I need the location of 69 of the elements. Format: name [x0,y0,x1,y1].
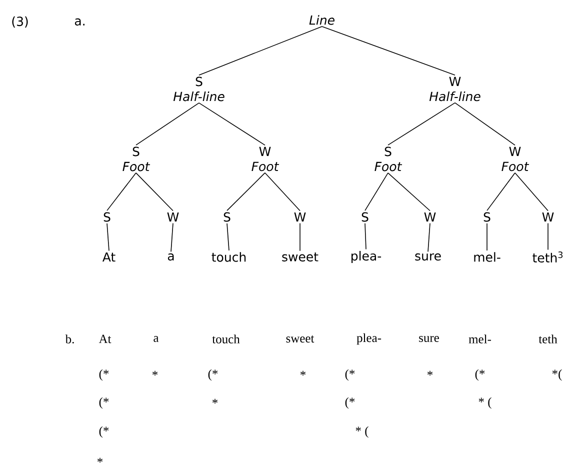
syllable-text: sure [415,253,441,261]
grid-mark: (* [99,369,109,381]
stress-label: S [104,212,110,222]
example-number: b. [65,334,74,344]
branch-line [364,172,388,211]
branch-line [322,26,456,76]
stress-label: W [167,212,179,222]
branch-line [454,102,516,146]
example-number: (3) [12,16,28,28]
stress-label: W [424,212,436,222]
grid-mark: *( [552,369,562,381]
branch-line [136,172,174,212]
branch-line [198,26,322,76]
branch-line [514,172,548,212]
branch-line [226,172,266,211]
grid-mark: (* [208,369,218,381]
syllable-text: At [102,252,116,262]
syllable-text: At [98,334,112,344]
syllable-text: a [168,253,174,261]
branch-line [388,172,430,212]
syllable-text: a [154,336,159,342]
example-number: a. [74,18,84,26]
association-line [226,223,230,251]
grid-mark: * [98,458,103,462]
branch-line [486,172,516,211]
stress-label: S [224,212,230,222]
syllable-text: teth$^{3}$ [532,251,563,262]
grid-mark: * [300,370,306,376]
association-line [170,222,174,252]
association-line [428,222,430,252]
grid-mark: * ( [478,397,492,409]
category-label: Line [309,15,334,25]
stress-label: S [362,212,368,222]
grid-mark: * [428,370,433,376]
syllable-text: sure [419,336,439,342]
category-label: S Half-line [173,76,224,102]
stress-label: S [484,212,490,222]
syllable-text: sweet [282,252,318,262]
branch-line [388,102,456,146]
grid-mark: (* [345,369,355,381]
category-label: W Half-line [429,76,480,102]
syllable-text: sweet [286,335,314,343]
grid-mark: * [212,398,218,404]
branch-line [106,172,136,211]
syllable-text: teth [538,334,558,344]
branch-line [136,102,200,146]
stress-label: W [542,212,554,222]
grid-mark: (* [99,426,109,438]
association-line [364,223,366,250]
syllable-text: touch [212,334,240,344]
syllable-text: plea- [352,250,382,264]
syllable-text: touch [212,252,246,262]
syllable-text: plea- [356,333,382,345]
syllable-text: mel- [468,334,492,344]
category-label: W Foot [502,146,530,172]
branch-line [264,172,300,212]
category-label: W Foot [252,146,280,172]
grid-mark: (* [99,397,109,409]
stress-label: W [294,212,306,222]
grid-mark: (* [475,369,485,381]
category-label: S Foot [374,146,402,172]
grid-mark: * [152,370,158,376]
association-line [106,223,110,252]
syllable-text: mel- [474,252,500,262]
association-line [486,223,488,251]
category-label: S Foot [122,146,150,172]
grid-mark: (* [345,397,355,409]
grid-mark: * ( [356,426,368,438]
branch-line [198,102,266,146]
